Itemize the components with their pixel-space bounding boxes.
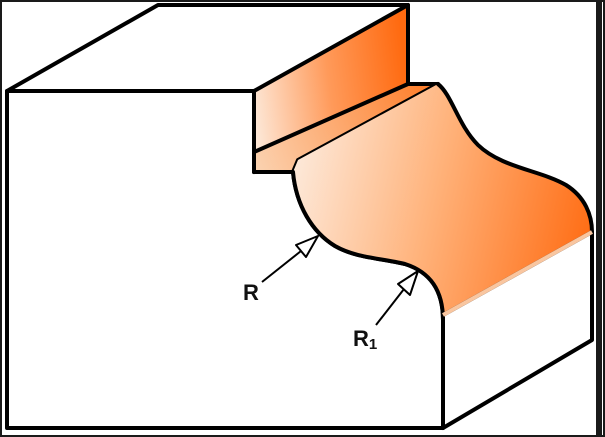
radius-r1-main: R xyxy=(353,326,369,351)
radius-r1-arrow xyxy=(375,270,419,326)
radius-r-arrow xyxy=(261,235,319,283)
profile-front-edge xyxy=(291,170,445,322)
profile-face xyxy=(293,84,592,315)
radius-r-label: R xyxy=(243,280,259,305)
radius-r1-label: R1 xyxy=(353,326,377,353)
radius-r1-subscript: 1 xyxy=(369,336,377,353)
profile-side-boundary xyxy=(442,230,593,317)
profile-top-edge xyxy=(436,82,594,234)
